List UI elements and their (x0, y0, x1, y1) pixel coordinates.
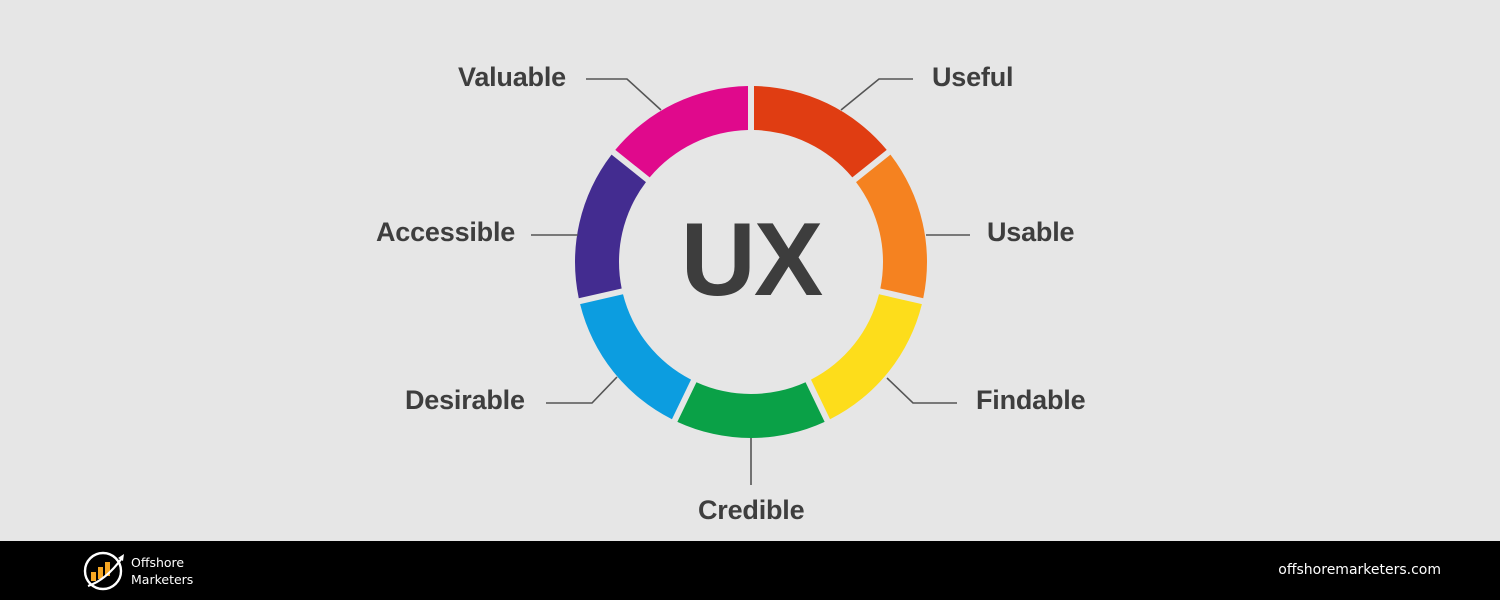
ring-segment-valuable (615, 86, 749, 178)
brand-line-2: Marketers (131, 572, 194, 587)
ring-segment-desirable (580, 294, 692, 420)
brand-name: Offshore Marketers (131, 554, 193, 588)
website-link[interactable]: offshoremarketers.com (1278, 562, 1441, 578)
ux-diagram: Useful Usable Findable Credible Desirabl… (376, 62, 1086, 525)
ring-segment-useful (753, 86, 887, 178)
brand-line-1: Offshore (131, 555, 185, 570)
connector-desirable (546, 376, 618, 404)
ux-ring-chart (531, 78, 970, 485)
label-desirable: Desirable (405, 385, 525, 415)
ring-segment-accessible (575, 154, 646, 299)
ring-segment-credible (677, 382, 825, 438)
center-ux-label: UX (680, 202, 823, 318)
label-useful: Useful (932, 62, 1014, 92)
label-findable: Findable (976, 385, 1086, 415)
connector-findable (886, 377, 957, 404)
footer-bar: Offshore Marketers offshoremarketers.com (0, 541, 1500, 600)
ring-segment-findable (810, 294, 922, 420)
bar-chart-arrow-icon (83, 551, 124, 591)
label-usable: Usable (987, 217, 1075, 247)
label-valuable: Valuable (458, 62, 566, 92)
label-credible: Credible (698, 495, 805, 525)
connector-lines (531, 78, 970, 485)
ring-segment-usable (856, 154, 928, 299)
connector-useful (840, 78, 913, 111)
connector-valuable (586, 78, 662, 111)
brand-logo[interactable]: Offshore Marketers (82, 550, 193, 592)
label-accessible: Accessible (376, 217, 516, 247)
